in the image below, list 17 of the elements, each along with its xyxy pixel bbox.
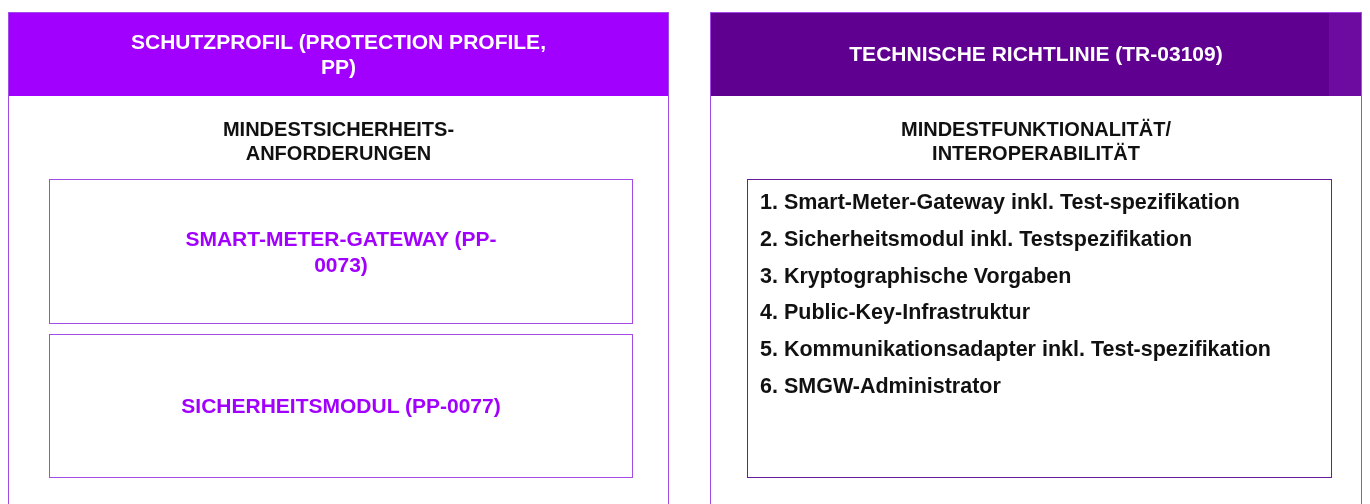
section-heading: MINDESTFUNKTIONALITÄT/ INTEROPERABILITÄT [900,117,1172,165]
list-item: 3. Kryptographische Vorgaben [760,263,1073,290]
list-item: 5. Kommunikationsadapter inkl. Test-spezifikation [760,337,1272,363]
component-name: SICHERHEITSMODUL (PP-0077) [181,393,501,419]
section-heading: MINDESTSICHERHEITS-ANFORDERUNGEN [221,117,456,165]
list-item: 4. Public-Key-Infrastruktur [760,300,1031,327]
list-item: 6. SMGW-Administrator [760,374,1002,400]
header-bar: SCHUTZPROFIL (PROTECTION PROFILE, PP) [9,13,668,96]
panel [8,12,669,504]
component-box [49,179,633,324]
header-bar: TECHNISCHE RICHTLINIE (TR-03109) [711,13,1361,96]
component-box [49,334,633,478]
list-box [747,179,1332,478]
list-item: 1. Smart-Meter-Gateway inkl. Test-spezifikation [760,190,1241,216]
panel [710,12,1362,504]
component-name: SMART-METER-GATEWAY (PP-0073) [184,226,498,277]
list-item: 2. Sicherheitsmodul inkl. Testspezifikation [760,226,1194,253]
